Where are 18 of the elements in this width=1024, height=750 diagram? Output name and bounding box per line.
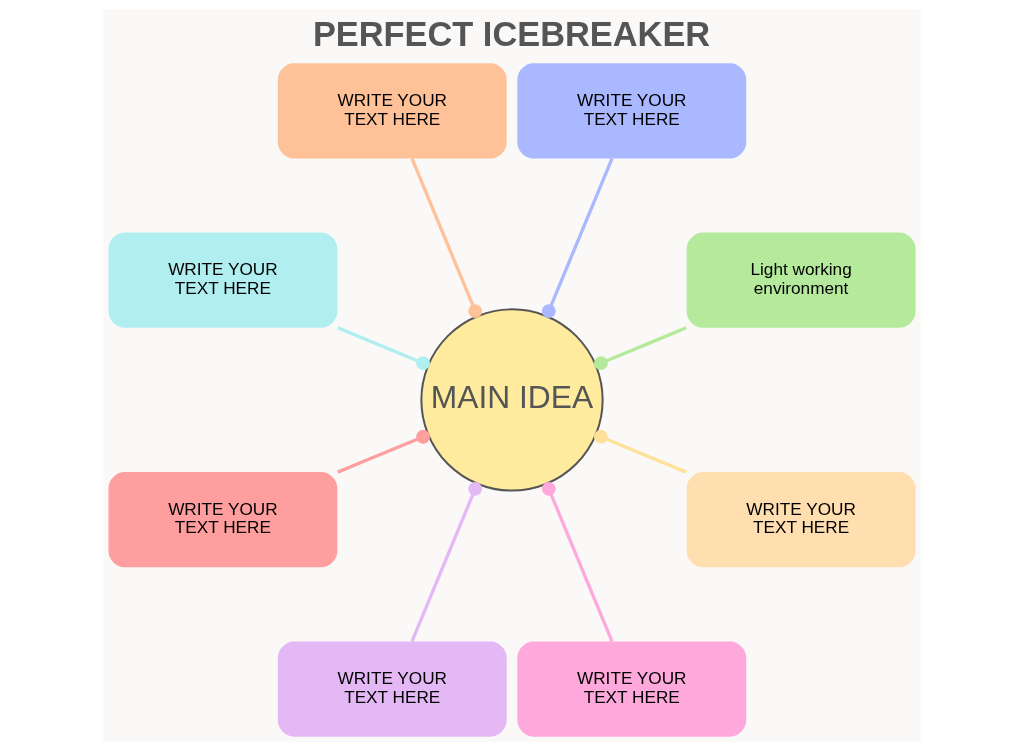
- connector: [541, 481, 614, 642]
- connector: [410, 481, 483, 642]
- diagram-title: PERFECT ICEBREAKER: [312, 14, 711, 53]
- node-box: WRITE YOUR TEXT HERE: [108, 471, 338, 567]
- node-box: Light working environment: [686, 232, 916, 328]
- connector: [593, 429, 687, 474]
- node-circle: MAIN IDEA: [420, 307, 604, 492]
- node-box: WRITE YOUR TEXT HERE: [108, 232, 338, 328]
- node-box: WRITE YOUR TEXT HERE: [277, 640, 507, 737]
- connector: [337, 429, 431, 474]
- connector: [593, 325, 687, 370]
- node-box: WRITE YOUR TEXT HERE: [517, 640, 747, 737]
- connector: [410, 157, 483, 318]
- node-box: WRITE YOUR TEXT HERE: [277, 62, 507, 158]
- node-box: WRITE YOUR TEXT HERE: [517, 62, 747, 158]
- node-box: WRITE YOUR TEXT HERE: [686, 471, 916, 567]
- connector: [337, 325, 431, 370]
- connector: [541, 157, 614, 318]
